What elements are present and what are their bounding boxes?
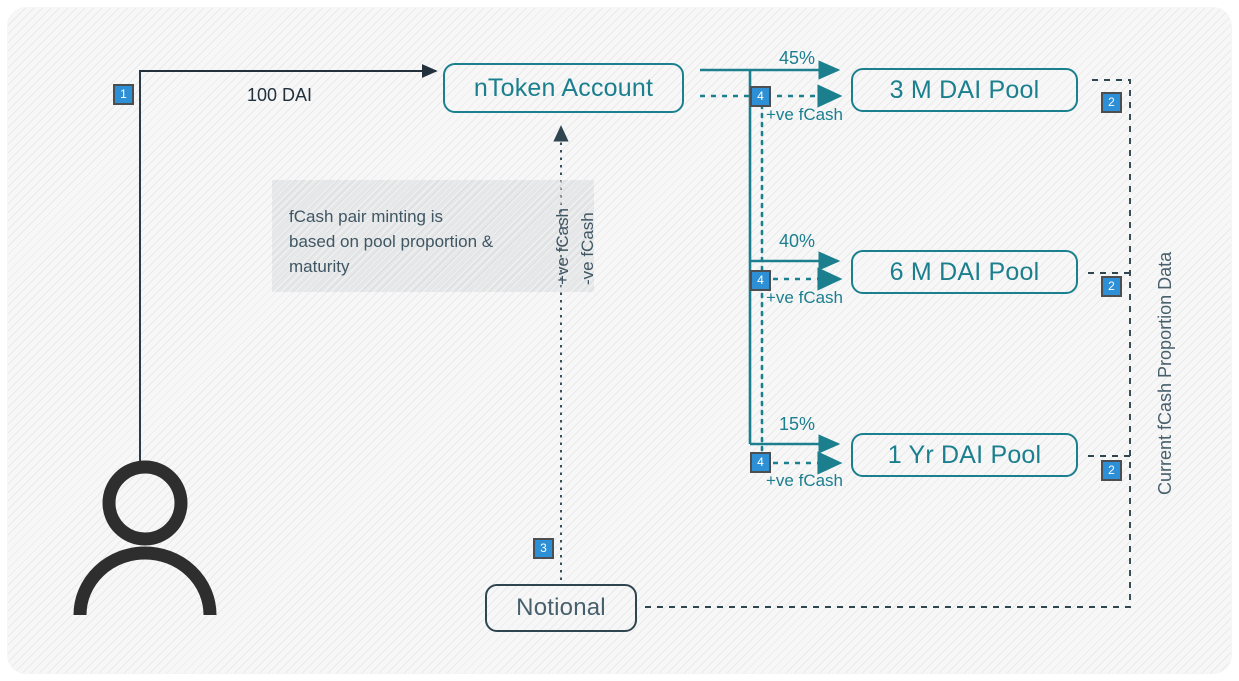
label-current-fcash-proportion-data: Current fCash Proportion Data bbox=[1155, 251, 1175, 495]
step-badge-1[interactable]: 1 bbox=[113, 84, 134, 105]
node-pool-3m[interactable]: 3 M DAI Pool bbox=[851, 68, 1078, 112]
step-badge-2-3m[interactable]: 2 bbox=[1101, 92, 1122, 113]
label-allocation-1y: 15% bbox=[779, 414, 816, 434]
step-badge-2-1y[interactable]: 2 bbox=[1101, 460, 1122, 481]
label-allocation-6m: 40% bbox=[779, 231, 816, 251]
node-notional[interactable]: Notional bbox=[485, 584, 637, 632]
label-fcash-positive-1y: +ve fCash bbox=[766, 471, 844, 490]
label-fcash-positive-6m: +ve fCash bbox=[766, 288, 844, 307]
node-ntoken-account[interactable]: nToken Account bbox=[443, 63, 684, 113]
step-badge-3[interactable]: 3 bbox=[533, 538, 554, 559]
step-badge-4-3m[interactable]: 4 bbox=[750, 86, 771, 107]
note-text: fCash pair minting is based on pool prop… bbox=[289, 207, 494, 276]
label-fcash-positive-vertical: +ve fCash bbox=[553, 207, 572, 285]
node-pool-6m[interactable]: 6 M DAI Pool bbox=[851, 250, 1078, 294]
node-pool-1y[interactable]: 1 Yr DAI Pool bbox=[851, 433, 1078, 477]
label-allocation-3m: 45% bbox=[779, 48, 816, 68]
label-fcash-negative-vertical: -ve fCash bbox=[578, 212, 597, 285]
label-fcash-positive-3m: +ve fCash bbox=[766, 105, 844, 124]
step-badge-2-6m[interactable]: 2 bbox=[1101, 276, 1122, 297]
step-badge-4-1y[interactable]: 4 bbox=[750, 452, 771, 473]
step-badge-4-6m[interactable]: 4 bbox=[750, 270, 771, 291]
note-backdrop bbox=[272, 180, 594, 292]
label-deposit-amount: 100 DAI bbox=[247, 85, 313, 105]
user-icon bbox=[73, 460, 217, 615]
